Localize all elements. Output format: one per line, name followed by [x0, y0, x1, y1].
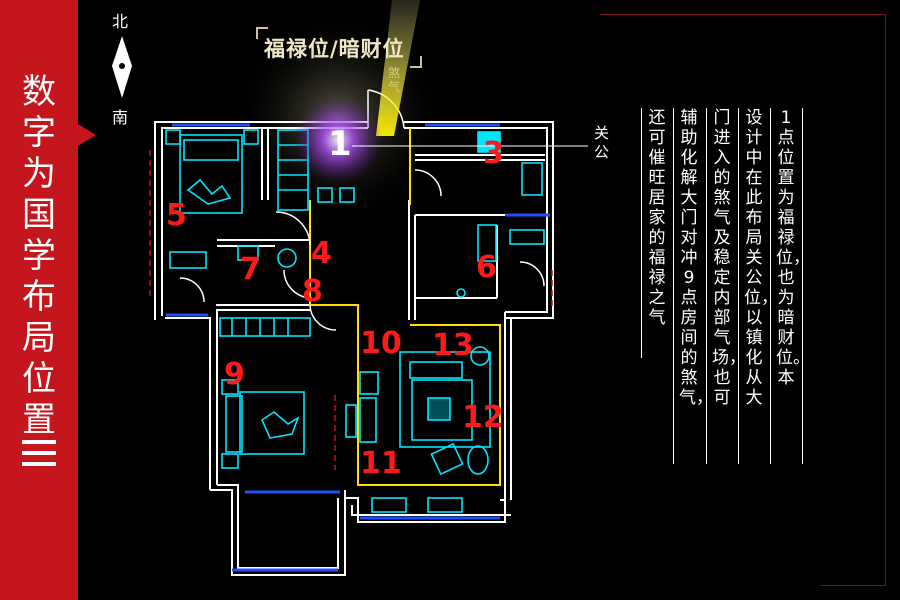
room-number-1: 1: [328, 124, 352, 164]
frame-top-line: [600, 14, 885, 15]
description-column-5: 还可催旺居家的福禄之气: [648, 108, 666, 328]
sidebar-title: 数 字 为 国 学 布 局 位 置: [0, 72, 78, 441]
banner-bracket-left: [256, 27, 268, 39]
title-char: 学: [22, 236, 56, 276]
banner-title: 福禄位/暗财位: [264, 36, 405, 61]
description-column-4: 辅助化解大门对冲9点房间的煞气，: [679, 108, 713, 408]
title-char: 局: [22, 318, 56, 358]
title-char: 字: [22, 113, 56, 153]
title-char: 国: [22, 195, 56, 235]
title-char: 布: [22, 277, 56, 317]
sidebar: 数 字 为 国 学 布 局 位 置: [0, 0, 78, 600]
room-number-6: 6: [476, 250, 497, 285]
column-divider: [673, 108, 674, 464]
purple-glow: [294, 96, 382, 184]
compass-icon: [112, 36, 132, 98]
description-column-3: 门进入的煞气及稳定内部气场，也可: [712, 108, 746, 408]
frame-bottom-line: [820, 585, 886, 586]
room-number-10: 10: [360, 326, 402, 361]
sidebar-notch: [78, 124, 96, 146]
title-char: 为: [22, 154, 56, 194]
title-char: 位: [22, 359, 56, 399]
room-number-8: 8: [302, 274, 323, 309]
column-divider: [706, 108, 707, 464]
description-column-2: 设计中在此布局关公位，以镇化从大: [744, 108, 778, 408]
banner-bracket-right: [410, 56, 422, 68]
title-char: 数: [22, 72, 56, 112]
room-number-12: 12: [462, 400, 504, 435]
energy-beam: [376, 0, 420, 136]
room-number-3: 3: [483, 136, 504, 171]
frame-right-line: [885, 14, 886, 586]
guan-gong-label: 关公: [594, 124, 610, 161]
title-char: 置: [22, 400, 56, 440]
room-number-11: 11: [360, 446, 402, 481]
room-number-13: 13: [432, 328, 474, 363]
walls: [154, 121, 554, 576]
exterior-marks: [149, 150, 553, 470]
compass-south-label: 南: [112, 108, 129, 127]
compass-north-label: 北: [112, 12, 129, 31]
column-divider: [738, 108, 739, 464]
room-number-4: 4: [311, 236, 332, 271]
three-bars-glyph: [22, 440, 56, 473]
column-divider: [802, 108, 803, 464]
windows: [166, 123, 550, 572]
column-divider: [641, 108, 642, 358]
room-number-9: 9: [224, 357, 245, 392]
room-number-5: 5: [166, 198, 187, 233]
description-column-1: 1点位置为福禄位，也为暗财位。本: [776, 108, 810, 388]
furniture: [165, 129, 545, 513]
column-divider: [770, 108, 771, 464]
room-number-7: 7: [240, 252, 261, 287]
sha-qi-label: 煞气: [388, 66, 401, 94]
